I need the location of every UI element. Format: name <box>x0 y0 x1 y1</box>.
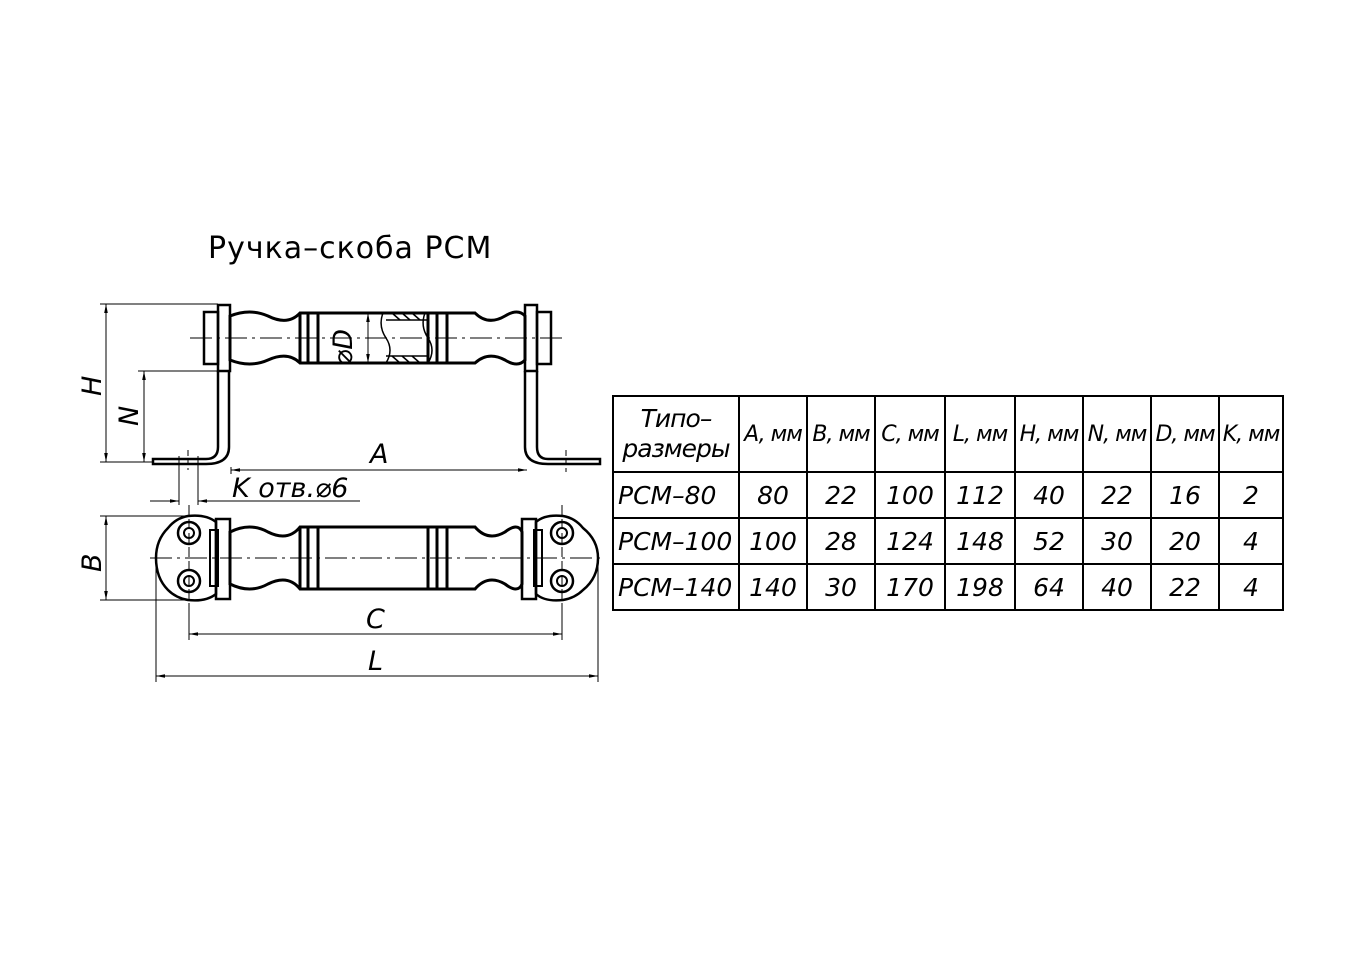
handle-body-side <box>228 310 527 366</box>
left-bracket <box>151 303 232 466</box>
right-bracket <box>523 303 602 466</box>
cell-l: 148 <box>944 517 1016 565</box>
cell-k: 4 <box>1218 563 1284 611</box>
header-type-line1: Типо– <box>640 404 713 433</box>
header-type-line2: размеры <box>622 434 730 463</box>
cell-c: 170 <box>874 563 946 611</box>
header-c: C, мм <box>874 395 946 473</box>
cell-n: 40 <box>1082 563 1152 611</box>
cell-b: 28 <box>806 517 876 565</box>
cell-b: 22 <box>806 471 876 519</box>
label-diameter: ⌀D <box>328 329 359 366</box>
label-h: H <box>77 376 108 396</box>
label-l: L <box>368 646 383 677</box>
header-n: N, мм <box>1082 395 1152 473</box>
header-h: H, мм <box>1014 395 1084 473</box>
cell-h: 40 <box>1014 471 1084 519</box>
label-n: N <box>114 406 145 426</box>
cell-n: 30 <box>1082 517 1152 565</box>
header-l: L, мм <box>944 395 1016 473</box>
table-header-row: Типо– размеры A, мм B, мм C, мм L, мм H,… <box>612 395 1284 473</box>
cell-k: 2 <box>1218 471 1284 519</box>
section-cutaway <box>380 312 433 364</box>
label-c: C <box>366 604 385 635</box>
header-b: B, мм <box>806 395 876 473</box>
handle-body-top <box>228 525 524 591</box>
table-row: РСМ–80 80 22 100 112 40 22 16 2 <box>612 471 1284 519</box>
header-k: K, мм <box>1218 395 1284 473</box>
cell-h: 64 <box>1014 563 1084 611</box>
header-a: A, мм <box>738 395 808 473</box>
cell-d: 16 <box>1150 471 1220 519</box>
cell-c: 124 <box>874 517 946 565</box>
drawing-title: Ручка–скоба РСМ <box>208 231 492 266</box>
cell-n: 22 <box>1082 471 1152 519</box>
table-row: РСМ–100 100 28 124 148 52 30 20 4 <box>612 517 1284 565</box>
side-view <box>100 303 602 505</box>
cell-a: 80 <box>738 471 808 519</box>
dimensions-table: Типо– размеры A, мм B, мм C, мм L, мм H,… <box>612 395 1284 611</box>
cell-b: 30 <box>806 563 876 611</box>
label-k-holes: K отв.⌀6 <box>232 473 348 504</box>
label-a: A <box>368 439 388 470</box>
header-type-sizes: Типо– размеры <box>612 395 740 473</box>
cell-d: 20 <box>1150 517 1220 565</box>
top-view <box>100 505 604 682</box>
cell-k: 4 <box>1218 517 1284 565</box>
cell-d: 22 <box>1150 563 1220 611</box>
label-b: B <box>77 553 108 572</box>
cell-h: 52 <box>1014 517 1084 565</box>
cell-l: 198 <box>944 563 1016 611</box>
cell-l: 112 <box>944 471 1016 519</box>
row-name: РСМ–140 <box>612 563 740 611</box>
row-name: РСМ–100 <box>612 517 740 565</box>
header-d: D, мм <box>1150 395 1220 473</box>
cell-a: 100 <box>738 517 808 565</box>
cell-c: 100 <box>874 471 946 519</box>
row-name: РСМ–80 <box>612 471 740 519</box>
cell-a: 140 <box>738 563 808 611</box>
table-row: РСМ–140 140 30 170 198 64 40 22 4 <box>612 563 1284 611</box>
